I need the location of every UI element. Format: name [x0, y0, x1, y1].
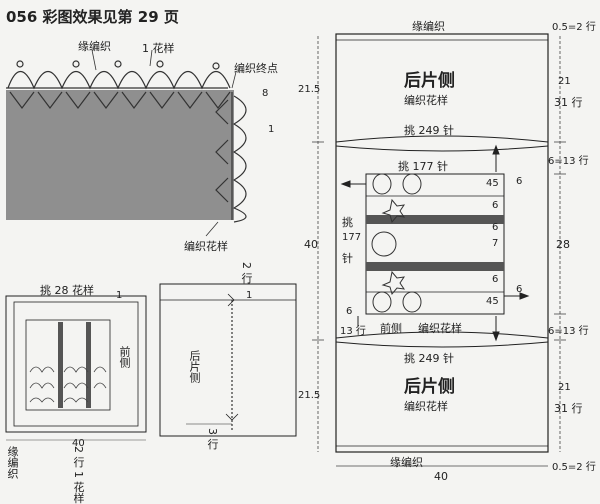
dim-left-215-bottom: 21.5 — [298, 390, 321, 401]
schematic-top-edge: 缘编织 — [412, 20, 445, 33]
small-mid-n1: 1 — [246, 290, 253, 301]
dim-right-6-13-top: 6=13 行 — [548, 156, 589, 167]
inner-n45-bottom: 45 — [486, 296, 499, 307]
dim-right-6-13-bottom: 6=13 行 — [548, 326, 589, 337]
small-mid-rows-bottom: 3 行 — [206, 428, 219, 450]
small-left-side: 前侧 — [118, 346, 131, 368]
dim-right-05-bottom: 0.5=2 行 — [552, 462, 596, 473]
dim-right-28: 28 — [556, 238, 570, 251]
dim-left-215-top: 21.5 — [298, 84, 321, 95]
schematic-pick-177-side-2: 177 — [342, 232, 362, 243]
schematic-front-label: 前侧 — [380, 322, 402, 335]
inner-n7: 7 — [492, 238, 499, 249]
inner-n45-top: 45 — [486, 178, 499, 189]
dim-right-21-bottom: 21 — [558, 382, 571, 393]
small-mid-rows-top: 2 行 — [240, 262, 253, 284]
edging-end-label: 编织终点 — [234, 62, 278, 75]
page-title: 056 彩图效果见第 29 页 — [6, 8, 179, 26]
dim-right-05-top: 0.5=2 行 — [552, 22, 596, 33]
small-left-outline — [5, 295, 147, 433]
schematic-back-bottom: 后片侧 — [404, 377, 455, 397]
edging-top-lace — [6, 60, 231, 109]
inner-n6-c: 6 — [492, 274, 499, 285]
dark-band-bottom — [366, 262, 504, 271]
inner-n6-right: 6 — [516, 176, 523, 187]
schematic-pick-177-side-3: 针 — [342, 252, 353, 265]
schematic-pick-177-side-1: 挑 — [342, 216, 353, 229]
footer-edge: 缘编织 — [6, 446, 19, 479]
small-left-n1: 1 — [116, 290, 123, 301]
dim-left-40: 40 — [304, 238, 318, 251]
inner-panel — [365, 173, 505, 315]
small-left-pick: 挑 28 花样 — [40, 284, 94, 297]
edging-repeat-label: 1 花样 — [142, 42, 175, 55]
small-left-stripe-a — [58, 322, 63, 408]
dim-left-6: 6 — [346, 306, 353, 317]
diagram-lines — [5, 33, 566, 467]
schematic-pick-bottom: 挑 249 针 — [404, 352, 454, 365]
schematic-back-top-sub: 编织花样 — [404, 94, 448, 107]
edging-num-8: 8 — [262, 88, 269, 99]
schematic-bottom-edge: 缘编织 — [390, 456, 423, 469]
inner-n6-right-b: 6 — [516, 284, 523, 295]
dim-right-21-top: 21 — [558, 76, 571, 87]
dim-right-31-top: 31 行 — [554, 96, 583, 109]
small-left-stripe-b — [86, 322, 91, 408]
dark-band-top — [366, 215, 504, 224]
small-mid-outline — [159, 283, 297, 437]
schematic-front-pattern: 编织花样 — [418, 322, 462, 335]
edging-swatch-fill — [6, 90, 234, 220]
schematic-outline — [335, 33, 549, 453]
inner-n6-a: 6 — [492, 200, 499, 211]
edging-edge-label: 缘编织 — [78, 40, 111, 53]
small-left-width: 40 — [72, 438, 85, 449]
schematic-pick-top: 挑 249 针 — [404, 124, 454, 137]
edging-pattern-label: 编织花样 — [184, 240, 228, 253]
schematic-pick-177-top: 挑 177 针 — [398, 160, 448, 173]
inner-n6-b: 6 — [492, 222, 499, 233]
edging-num-1: 1 — [268, 124, 275, 135]
small-mid-side: 后片侧 — [188, 350, 201, 383]
edging-side-lace — [215, 92, 247, 223]
dim-right-31-bottom: 31 行 — [554, 402, 583, 415]
schematic-back-bottom-sub: 编织花样 — [404, 400, 448, 413]
footer-rows: 2 行 1 花样 — [72, 446, 85, 504]
schematic-width: 40 — [434, 470, 448, 483]
schematic-back-top: 后片侧 — [404, 71, 455, 91]
dim-left-13rows: 13 行 — [340, 326, 366, 337]
